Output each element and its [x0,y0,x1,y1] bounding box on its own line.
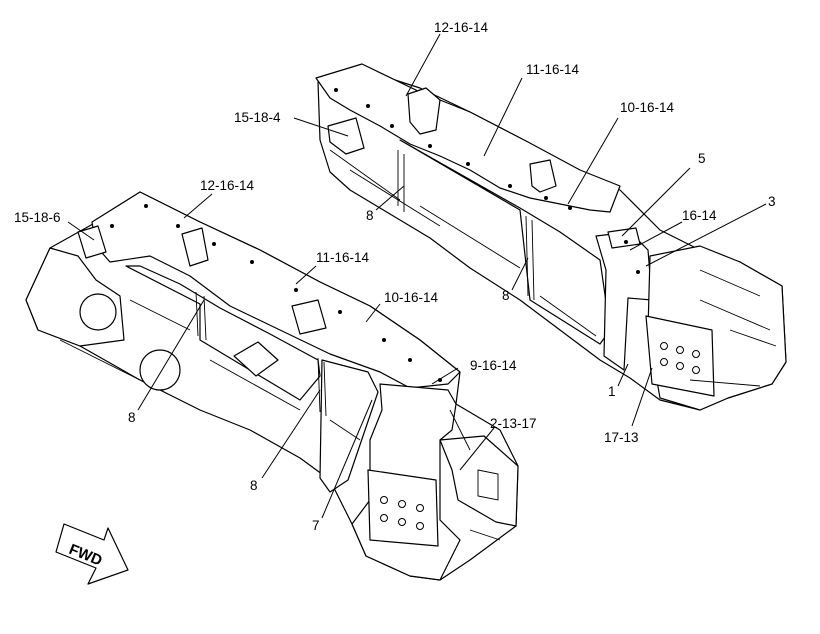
callout-bot-12-16-14: 12-16-14 [200,178,255,193]
lower-left-bore [79,293,117,331]
lower-side-panel [125,265,321,401]
upper-bolt-pattern [660,342,700,374]
callout-top-5: 5 [698,151,706,166]
callout-bot-8-b: 8 [250,478,258,493]
callout-bot-10-16-14: 10-16-14 [384,290,439,305]
callout-top-3: 3 [768,194,776,209]
lower-frame-assembly [25,191,519,581]
callout-labels: 12-16-14 11-16-14 10-16-14 15-18-4 5 16-… [14,20,776,533]
callout-top-15-18-4: 15-18-4 [234,110,281,125]
callout-top-11-16-14: 11-16-14 [526,62,580,77]
lower-side-box-slot [477,469,499,501]
lower-stiffener-1 [195,291,207,341]
lower-bolt-pattern [380,496,424,530]
callout-top-10-16-14: 10-16-14 [620,100,675,115]
callout-top-1: 1 [608,384,616,399]
lower-gusset-7 [319,359,379,493]
upper-bracket-5 [607,227,641,249]
upper-fasteners [334,88,640,274]
callout-top-8-b: 8 [502,288,510,303]
callout-top-12-16-14: 12-16-14 [434,20,489,35]
upper-frame-assembly [315,63,787,411]
callout-top-17-13: 17-13 [604,430,639,445]
upper-stiffener-1 [397,150,405,212]
lower-rail-detail [59,299,501,541]
upper-rail-detail [329,149,777,387]
upper-bracket-12 [407,87,441,135]
callout-bot-11-16-14: 11-16-14 [316,250,370,265]
lower-stiffener-2 [317,357,327,417]
leader-lines [67,33,767,519]
forward-arrow-icon: FWD [55,523,129,585]
upper-stiffener-2 [525,215,535,301]
upper-bracket-11 [529,159,557,193]
callout-top-8-a: 8 [366,208,374,223]
callout-top-16-14: 16-14 [682,208,717,223]
upper-end-plate [645,315,715,397]
lower-mid-bore [139,349,181,391]
callout-bot-7: 7 [312,518,320,533]
callout-bot-15-18-6: 15-18-6 [14,210,61,225]
lower-bracket-11 [291,299,327,335]
lower-access-cover [233,341,279,377]
upper-bracket-15 [327,117,365,155]
lower-end-plate [367,469,439,547]
callout-bot-2-13-17: 2-13-17 [490,416,537,431]
callout-bot-9-16-14: 9-16-14 [470,358,517,373]
lower-bracket-12 [181,227,209,267]
lower-side-box [439,435,519,527]
callout-bot-8-a: 8 [128,410,136,425]
